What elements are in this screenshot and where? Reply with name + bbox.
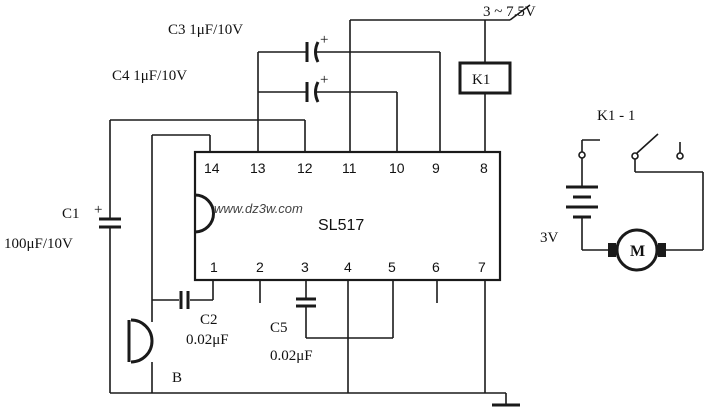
switch-blade xyxy=(636,133,659,154)
capacitor-c2: C2 0.02μF xyxy=(152,280,229,348)
capacitor-c1: + C1 100μF/10V xyxy=(4,119,306,393)
battery-label: 3V xyxy=(540,230,559,246)
c3-label: C3 1μF/10V xyxy=(168,22,243,38)
relay-label: K1 xyxy=(472,72,490,88)
switch-terminal-center xyxy=(631,152,639,160)
pin-3-label: 3 xyxy=(301,259,309,275)
pin-6-label: 6 xyxy=(432,259,440,275)
supply-rail: 3 ~ 7.5V xyxy=(350,4,536,21)
c5-value: 0.02μF xyxy=(270,348,313,364)
watermark-text: www.dz3w.com xyxy=(214,201,303,216)
ic-name: SL517 xyxy=(318,217,364,234)
pin-10-label: 10 xyxy=(389,160,405,176)
c2-value: 0.02μF xyxy=(186,332,229,348)
microphone-b: B xyxy=(127,318,182,393)
relay-coil: K1 xyxy=(458,20,512,152)
c4-label: C4 1μF/10V xyxy=(112,68,187,84)
motor-label: M xyxy=(630,243,645,260)
c1-polarity: + xyxy=(94,202,102,218)
motor-icon xyxy=(615,228,659,272)
microphone-wiring xyxy=(151,134,211,322)
capacitor-c3: + C3 1μF/10V xyxy=(168,22,441,152)
pin-14-label: 14 xyxy=(204,160,220,176)
pin-13-label: 13 xyxy=(250,160,266,176)
capacitor-c5: C5 0.02μF xyxy=(270,280,394,364)
pin-1-label: 1 xyxy=(210,259,218,275)
c1-name: C1 xyxy=(62,206,80,222)
c4-polarity: + xyxy=(320,72,328,88)
pin-7-label: 7 xyxy=(478,259,486,275)
pin-11-label: 11 xyxy=(342,160,357,176)
capacitor-c4: + C4 1μF/10V xyxy=(112,68,398,152)
microphone-label: B xyxy=(172,370,182,386)
c5-name: C5 xyxy=(270,320,288,336)
switch-terminal-right xyxy=(676,152,684,160)
ic-notch xyxy=(194,193,215,234)
c2-name: C2 xyxy=(200,312,218,328)
supply-voltage-label: 3 ~ 7.5V xyxy=(483,4,536,20)
pin-2-label: 2 xyxy=(256,259,264,275)
c1-value: 100μF/10V xyxy=(4,236,73,252)
pin-12-label: 12 xyxy=(297,160,313,176)
pin-8-label: 8 xyxy=(480,160,488,176)
microphone-icon xyxy=(130,318,154,364)
motor-circuit: K1 - 1 3V M xyxy=(540,108,704,272)
ic-sl517: SL517 www.dz3w.com 14 13 12 11 10 9 8 1 … xyxy=(193,150,502,282)
pin-4-label: 4 xyxy=(344,259,352,275)
relay-contact-label: K1 - 1 xyxy=(597,108,635,124)
pin-9-label: 9 xyxy=(432,160,440,176)
c3-polarity: + xyxy=(320,32,328,48)
switch-terminal-left xyxy=(578,151,586,159)
ground-network xyxy=(110,280,520,407)
pin-5-label: 5 xyxy=(388,259,396,275)
